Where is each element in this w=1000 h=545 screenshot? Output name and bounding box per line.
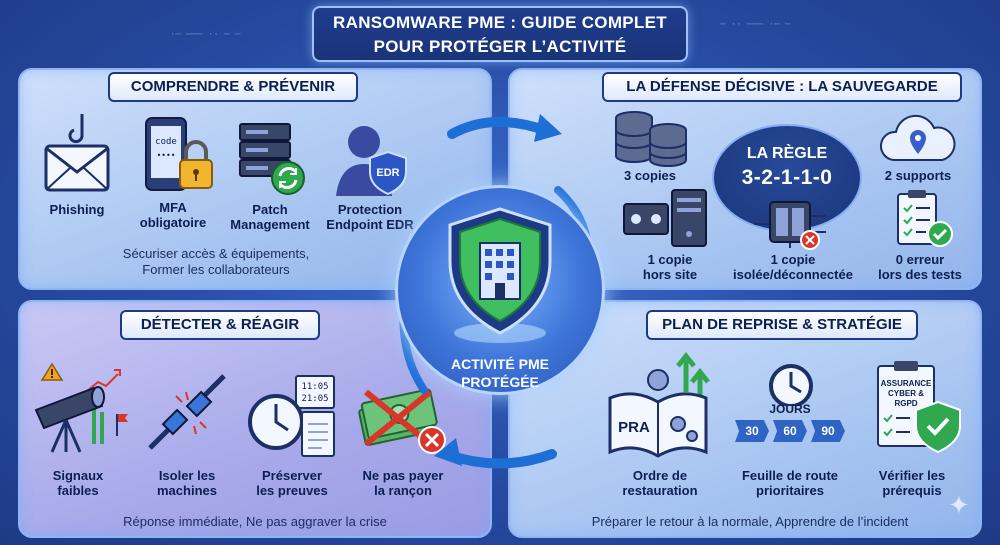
checklist-icon bbox=[897, 190, 953, 247]
page-title-line1: RANSOMWARE PME : GUIDE COMPLET bbox=[333, 13, 667, 32]
prevent-item-phishing-label: Phishing bbox=[49, 202, 105, 217]
backup-item-offsite-label2: hors site bbox=[642, 267, 698, 282]
respond-item-signals-label1: Signaux bbox=[52, 468, 104, 483]
respond-item-signals-label2: faibles bbox=[57, 483, 99, 498]
decorative-code-text: ─ ·· ─── ·─ ─ bbox=[720, 20, 791, 30]
page-title-line2: POUR PROTÉGER L’ACTIVITÉ bbox=[373, 37, 627, 56]
roadmap-clock-icon bbox=[769, 364, 813, 406]
rule-value: 3-2-1-1-0 bbox=[741, 166, 833, 189]
prevent-item-patch-label1: Patch bbox=[252, 202, 288, 217]
respond-item-isolate-label2: machines bbox=[157, 483, 217, 498]
recovery-item-order-label2: restauration bbox=[622, 483, 698, 498]
panel-backup: LA DÉFENSE DÉCISIVE : LA SAUVEGARDE bbox=[508, 68, 982, 290]
prevent-item-edr-label2: Endpoint EDR bbox=[326, 217, 414, 232]
tape-server-icon bbox=[623, 189, 707, 247]
center-label-line1: ACTIVITÉ PME bbox=[450, 356, 549, 372]
recovery-item-prereq-label2: prérequis bbox=[882, 483, 942, 498]
mfa-code-text: code bbox=[155, 137, 177, 147]
panel-backup-header: LA DÉFENSE DÉCISIVE : LA SAUVEGARDE bbox=[602, 72, 962, 102]
prevent-item-mfa-label1: MFA bbox=[159, 200, 187, 215]
rule-title: LA RÈGLE bbox=[746, 145, 828, 162]
log-time-1: 11:05 bbox=[301, 382, 328, 392]
insurance-text-3: RGPD bbox=[894, 399, 917, 408]
nas-disconnected-icon bbox=[754, 201, 826, 250]
backup-item-isolated-label2: isolée/déconnectée bbox=[733, 267, 853, 282]
backup-item-copies-label: 3 copies bbox=[623, 168, 677, 183]
mfa-phone-lock-icon: code •••• bbox=[145, 117, 213, 191]
mfa-dots-text: •••• bbox=[157, 151, 176, 160]
timeline-step: 30 bbox=[735, 420, 769, 442]
log-time-2: 21:05 bbox=[301, 394, 328, 404]
recovery-item-order-label1: Ordre de bbox=[632, 468, 688, 483]
telescope-alert-icon bbox=[34, 362, 128, 453]
respond-item-ransom-label2: la rançon bbox=[374, 483, 432, 498]
edr-badge-text: EDR bbox=[376, 167, 399, 179]
timeline-step: 60 bbox=[773, 420, 807, 442]
backup-item-isolated-label1: 1 copie bbox=[770, 252, 816, 267]
recovery-item-roadmap-label2: prioritaires bbox=[756, 483, 824, 498]
insurance-text-2: CYBER & bbox=[888, 389, 924, 398]
timeline: 30 60 90 bbox=[735, 420, 845, 442]
prevent-item-mfa-label2: obligatoire bbox=[139, 215, 207, 230]
recovery-summary: Préparer le retour à la normale, Apprend… bbox=[591, 514, 909, 529]
respond-item-evidence-label1: Préserver bbox=[262, 468, 322, 483]
center-label-line2: PROTÉGÉE bbox=[461, 374, 539, 390]
respond-item-evidence-label2: les preuves bbox=[256, 483, 328, 498]
edr-user-shield-icon: EDR bbox=[336, 126, 407, 196]
backup-item-offsite-label1: 1 copie bbox=[647, 252, 693, 267]
prevent-item-edr-label1: Protection bbox=[337, 202, 403, 217]
pra-book-icon: PRA bbox=[608, 351, 710, 458]
unplugged-cable-icon bbox=[148, 374, 226, 450]
panel-recovery-header: PLAN DE REPRISE & STRATÉGIE bbox=[646, 310, 918, 340]
timeline-unit: JOURS bbox=[769, 402, 811, 416]
decorative-code-text: ·─ ─── ·· ─ ─ bbox=[170, 30, 241, 40]
recovery-item-roadmap-label1: Feuille de route bbox=[741, 468, 839, 483]
prevent-summary-line2: Former les collaborateurs bbox=[142, 262, 290, 277]
shield-building-icon bbox=[448, 207, 552, 343]
phishing-envelope-icon bbox=[44, 114, 110, 192]
backup-item-supports-label: 2 supports bbox=[884, 168, 952, 183]
server-refresh-icon bbox=[239, 123, 305, 195]
sparkle-icon: ✦ bbox=[948, 490, 970, 520]
timeline-step: 90 bbox=[811, 420, 845, 442]
panel-respond-header: DÉTECTER & RÉAGIR bbox=[120, 310, 320, 340]
prevent-summary-line1: Sécuriser accès & équipements, bbox=[122, 246, 310, 261]
prevent-item-patch-label2: Management bbox=[230, 217, 310, 232]
database-stack-icon bbox=[615, 111, 687, 167]
respond-item-isolate-label1: Isoler les bbox=[158, 468, 216, 483]
respond-item-ransom-label1: Ne pas payer bbox=[362, 468, 444, 483]
cloud-location-icon bbox=[879, 114, 956, 161]
center-label: ACTIVITÉ PME PROTÉGÉE bbox=[420, 355, 580, 391]
no-ransom-money-icon bbox=[358, 388, 446, 454]
recovery-item-prereq-label1: Vérifier les bbox=[878, 468, 946, 483]
clock-log-icon: 11:05 21:05 bbox=[248, 375, 335, 457]
insurance-text-1: ASSURANCE bbox=[881, 379, 932, 388]
backup-item-tests-label2: lors des tests bbox=[878, 267, 962, 282]
backup-item-tests-label1: 0 erreur bbox=[895, 252, 945, 267]
page-title: RANSOMWARE PME : GUIDE COMPLET POUR PROT… bbox=[312, 6, 688, 62]
pra-text: PRA bbox=[618, 419, 650, 436]
insurance-shield-icon: ASSURANCE CYBER & RGPD bbox=[877, 361, 961, 454]
respond-summary: Réponse immédiate, Ne pas aggraver la cr… bbox=[123, 514, 387, 529]
panel-prevent-header: COMPRENDRE & PRÉVENIR bbox=[108, 72, 358, 102]
